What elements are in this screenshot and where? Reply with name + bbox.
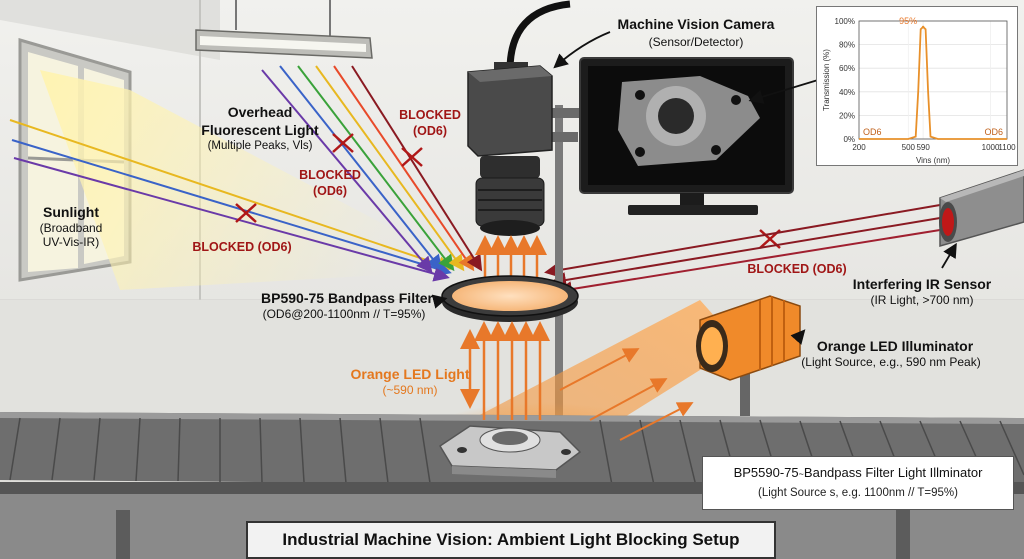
blocked-sunlight: BLOCKED (OD6) bbox=[192, 240, 292, 254]
chart-peak-point bbox=[921, 25, 925, 29]
machine-vision-camera bbox=[467, 0, 571, 236]
ir-title: Interfering IR Sensor bbox=[852, 276, 992, 292]
chart-x-tick: 200 bbox=[852, 143, 866, 152]
camera-title: Machine Vision Camera bbox=[617, 16, 775, 32]
info-title-rest: Bandpass Filter Light Illminator bbox=[803, 465, 983, 480]
info-title-mark: ~ bbox=[798, 469, 804, 479]
chart-x-tick: 1000 bbox=[982, 143, 1000, 152]
chart-y-tick: 0% bbox=[843, 135, 855, 144]
chart-x-tick: 500 bbox=[902, 143, 916, 152]
reflected-light-arrows bbox=[460, 321, 550, 420]
ir-sensor bbox=[939, 169, 1024, 247]
chart-x-tick: 590 bbox=[916, 143, 930, 152]
led-illuminator bbox=[696, 295, 801, 416]
fluorescent-fixture bbox=[195, 0, 373, 59]
inspected-part bbox=[438, 425, 582, 478]
illuminator-title: Orange LED Illuminator bbox=[816, 338, 974, 354]
info-subtitle: (Light Source s, e.g. 1100nm // T=95%) bbox=[758, 487, 958, 499]
chart-y-tick: 60% bbox=[839, 64, 855, 73]
blocked-fluorescent-2: BLOCKED bbox=[399, 108, 461, 122]
chart-series-line bbox=[859, 25, 1007, 140]
camera-subtitle: (Sensor/Detector) bbox=[648, 35, 744, 49]
fluorescent-rays bbox=[261, 65, 483, 274]
bandpass-filter bbox=[441, 275, 579, 322]
filter-title: BP590-75 Bandpass Filter bbox=[261, 290, 433, 306]
overhead-title-2: Fluorescent Light bbox=[201, 122, 319, 138]
ir-subtitle: (IR Light, >700 nm) bbox=[870, 293, 974, 307]
blocked-fluorescent-1: BLOCKED bbox=[299, 168, 361, 182]
ir-rays bbox=[544, 204, 941, 297]
blocked-fluorescent-2-od: (OD6) bbox=[412, 124, 448, 138]
chart-od-right: OD6 bbox=[984, 127, 1003, 137]
sunlight-beam bbox=[40, 70, 470, 290]
filter-subtitle: (OD6@200-1100nm // T=95%) bbox=[262, 307, 426, 321]
chart-y-tick: 80% bbox=[839, 41, 855, 50]
chart-od-left: OD6 bbox=[863, 127, 882, 137]
chart-y-tick: 100% bbox=[835, 17, 855, 26]
chart-y-tick: 20% bbox=[839, 111, 855, 120]
chart-x-label: Vins (nm) bbox=[916, 156, 950, 165]
chart-x-tick: 1100 bbox=[998, 143, 1016, 152]
chart-peak-label: 95% bbox=[899, 16, 917, 26]
blocked-ir: BLOCKED (OD6) bbox=[747, 262, 847, 276]
overhead-title: Overhead bbox=[227, 104, 293, 120]
monitor bbox=[579, 57, 794, 215]
illuminator-subtitle: (Light Source, e.g., 590 nm Peak) bbox=[801, 355, 981, 369]
main-title: Industrial Machine Vision: Ambient Light… bbox=[246, 521, 776, 559]
camera-stand bbox=[555, 105, 563, 425]
sunlight-rays bbox=[9, 119, 454, 282]
callout-arrows bbox=[431, 31, 957, 345]
led-diagonal-arrows bbox=[559, 348, 694, 441]
info-box: BP5590-75~Bandpass Filter Light Illminat… bbox=[702, 456, 1014, 510]
sunlight-sub-1: (Broadband bbox=[39, 221, 103, 235]
filtered-light-arrows bbox=[475, 235, 547, 278]
blocked-fluorescent-1-od: (OD6) bbox=[312, 184, 348, 198]
sunlight-title: Sunlight bbox=[43, 204, 99, 220]
chart-frame bbox=[858, 20, 1008, 140]
chart-y-tick: 40% bbox=[839, 88, 855, 97]
led-light-subtitle: (~590 nm) bbox=[382, 383, 438, 397]
led-light-title: Orange LED Light bbox=[350, 366, 470, 382]
info-title-model: BP5590-75 bbox=[733, 465, 799, 480]
overhead-subtitle: (Multiple Peaks, Vls) bbox=[207, 140, 313, 152]
sunlight-sub-2: UV-Vis-IR) bbox=[42, 235, 100, 249]
chart-y-label: Transmission (%) bbox=[822, 49, 831, 111]
